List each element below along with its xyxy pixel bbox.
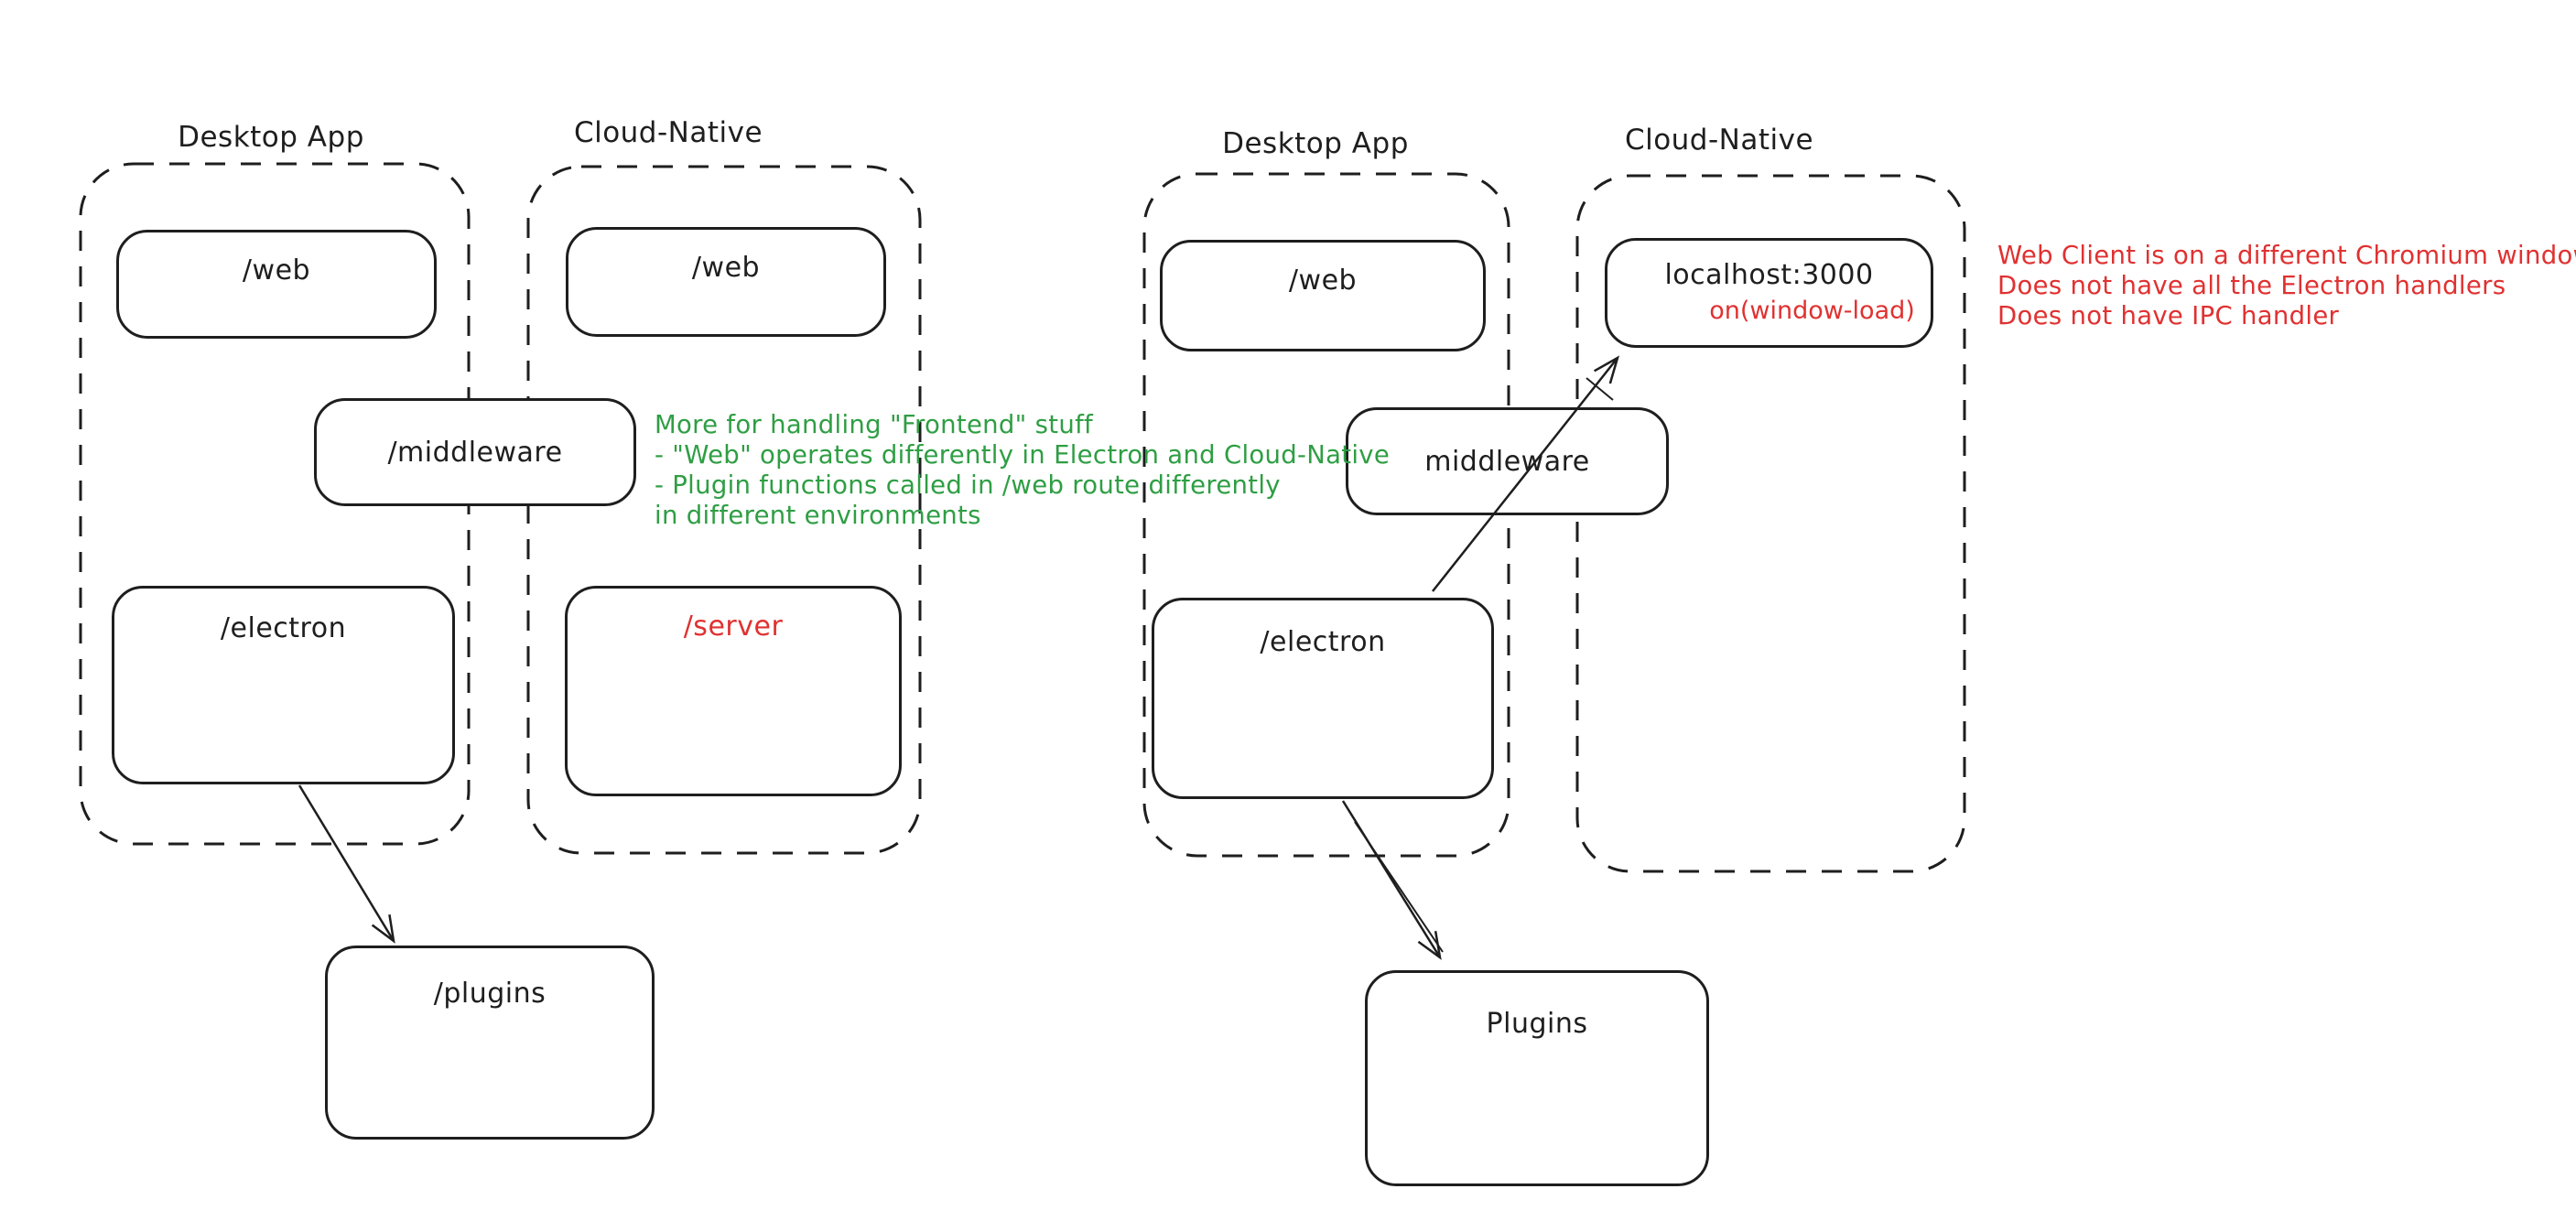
box-plugins-left[interactable]: /plugins (325, 946, 655, 1140)
note-line: Does not have IPC handler (1997, 301, 2340, 330)
box-localhost-3000-sublabel: on(window-load) (1709, 297, 1915, 325)
label-desktop-app-left[interactable]: Desktop App (178, 121, 364, 154)
box-electron-right-label: /electron (1260, 626, 1386, 658)
label-desktop-app-right[interactable]: Desktop App (1222, 127, 1409, 160)
box-plugins-left-label: /plugins (433, 978, 547, 1010)
box-localhost-3000-label: localhost:3000 (1664, 259, 1874, 291)
note-line: Web Client is on a different Chromium wi… (1997, 241, 2576, 270)
box-server-left[interactable]: /server (565, 586, 902, 796)
box-middleware-right[interactable]: middleware (1346, 407, 1669, 515)
note-line: Does not have all the Electron handlers (1997, 271, 2506, 300)
label-cloud-native-right[interactable]: Cloud-Native (1624, 124, 1814, 157)
box-web-desktop-left-label: /web (242, 254, 311, 286)
note-line: - Plugin functions called in /web route … (655, 470, 1281, 500)
box-plugins-right[interactable]: Plugins (1365, 970, 1709, 1186)
box-web-right[interactable]: /web (1160, 240, 1486, 351)
box-web-cloud-left[interactable]: /web (566, 227, 886, 337)
box-middleware-left-label: /middleware (387, 436, 563, 469)
note-line: - "Web" operates differently in Electron… (655, 440, 1391, 470)
box-server-left-label: /server (683, 611, 784, 643)
note-web-client-red[interactable]: Web Client is on a different Chromium wi… (1997, 241, 2576, 331)
container-cloud-native-left[interactable] (526, 165, 922, 855)
box-localhost-3000[interactable]: localhost:3000 on(window-load) (1605, 238, 1933, 348)
box-web-cloud-left-label: /web (691, 252, 761, 284)
label-cloud-native-left[interactable]: Cloud-Native (573, 116, 763, 149)
box-electron-left[interactable]: /electron (112, 586, 455, 784)
note-line: More for handling "Frontend" stuff (655, 410, 1094, 439)
box-middleware-right-label: middleware (1424, 445, 1590, 478)
box-web-desktop-left[interactable]: /web (116, 230, 437, 339)
box-electron-right[interactable]: /electron (1152, 598, 1494, 799)
box-web-right-label: /web (1288, 265, 1358, 297)
note-line: in different environments (655, 501, 981, 530)
box-middleware-left[interactable]: /middleware (314, 398, 636, 506)
box-plugins-right-label: Plugins (1486, 1008, 1588, 1040)
box-electron-left-label: /electron (220, 612, 347, 644)
note-frontend-green[interactable]: More for handling "Frontend" stuff - "We… (655, 410, 1390, 531)
